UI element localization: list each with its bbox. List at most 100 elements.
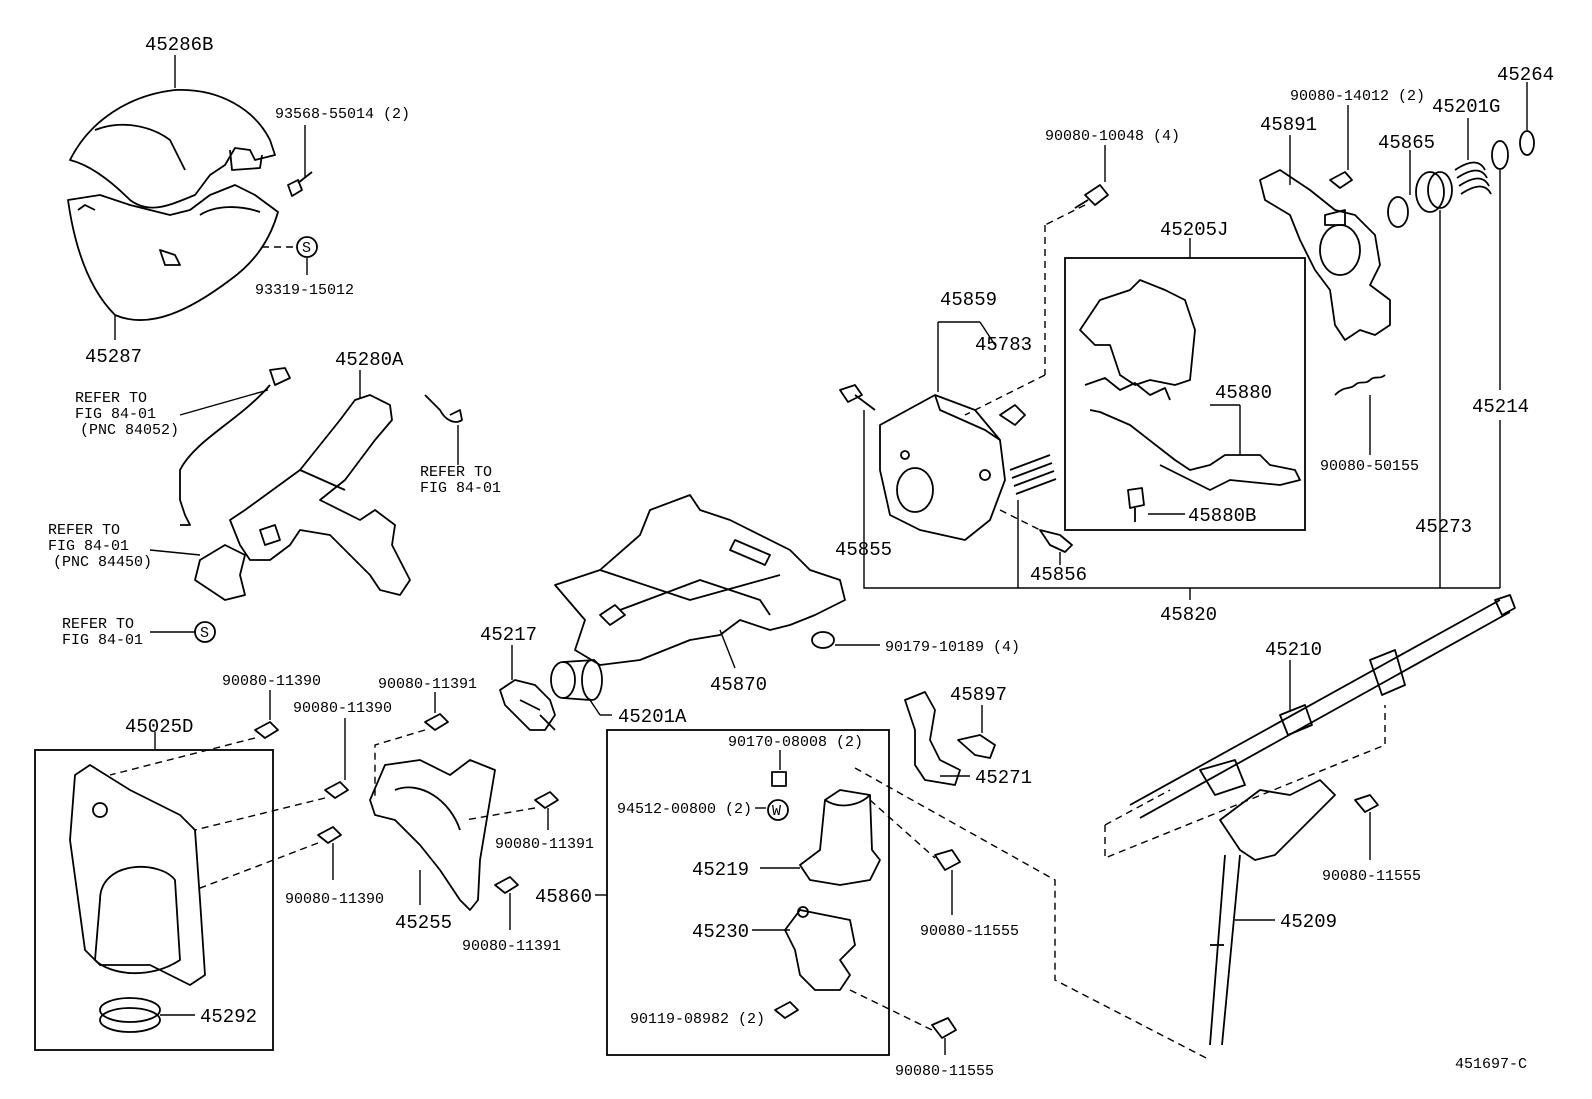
- bolt-90080-11391-a: [424, 713, 449, 731]
- label-45783: 45783: [975, 334, 1032, 356]
- bolt-90080-14012: [1329, 171, 1353, 189]
- refer3-line1: REFER TO: [48, 522, 120, 539]
- bracket-45820: [863, 420, 1501, 589]
- tilt-bracket-45859: [879, 394, 1006, 541]
- bushing-45201A: [550, 659, 603, 701]
- label-45025D: 45025D: [125, 716, 193, 738]
- washer-w-mark: [767, 799, 789, 821]
- label-45891: 45891: [1260, 114, 1317, 136]
- refer3-line2: FIG 84-01: [48, 538, 129, 555]
- label-45880: 45880: [1215, 382, 1272, 404]
- label-45219: 45219: [692, 859, 749, 881]
- refer1-line2: FIG 84-01: [75, 406, 156, 423]
- refer3-line3: (PNC 84450): [53, 554, 152, 571]
- label-45205J: 45205J: [1160, 219, 1228, 241]
- wire-harness: [179, 367, 291, 526]
- spring: [1009, 454, 1057, 495]
- label-45292: 45292: [200, 1006, 257, 1028]
- lower-column-cover: [67, 184, 279, 321]
- bolt-90080-11555-a: [934, 849, 961, 871]
- plate-45271: [904, 691, 961, 786]
- label-93319-15012: 93319-15012: [255, 282, 354, 299]
- label-90179-10189: 90179-10189 (4): [885, 639, 1020, 656]
- snap-ring-45264: [1519, 130, 1535, 156]
- label-90080-11390-b: 90080-11390: [293, 700, 392, 717]
- s-mark-circle: [296, 236, 318, 258]
- bolt-90080-11390-c: [317, 826, 342, 844]
- main-shaft-45210: [1129, 594, 1516, 819]
- bolt-90080-11555-b: [931, 1017, 957, 1039]
- bolt-45897: [957, 734, 996, 759]
- nut-90179: [811, 631, 835, 649]
- bolt-45855: [839, 384, 876, 411]
- w-mark: W: [772, 803, 781, 820]
- label-93568-55014: 93568-55014 (2): [275, 106, 410, 123]
- label-90119-08982: 90119-08982 (2): [630, 1011, 765, 1028]
- bolt-45856: [1039, 529, 1073, 553]
- drawing-id: 451697-C: [1455, 1056, 1527, 1073]
- cover-screw: [287, 171, 313, 197]
- label-45859: 45859: [940, 289, 997, 311]
- boot-45255: [369, 759, 496, 911]
- label-45280A: 45280A: [335, 349, 404, 371]
- bolt-90080-11390-a: [254, 721, 279, 739]
- s-mark-1: S: [302, 240, 311, 257]
- label-90080-11390-c: 90080-11390: [285, 891, 384, 908]
- refer2-line1: REFER TO: [420, 464, 492, 481]
- intermediate-shaft-45209: [1209, 779, 1336, 1046]
- label-45209: 45209: [1280, 911, 1337, 933]
- label-45273: 45273: [1415, 516, 1472, 538]
- lever-45217: [499, 679, 556, 731]
- support-45230: [784, 906, 856, 991]
- bolt-90080-10048: [1074, 184, 1109, 209]
- label-45264: 45264: [1497, 64, 1554, 86]
- label-45255: 45255: [395, 912, 452, 934]
- label-90080-11391-b: 90080-11391: [495, 836, 594, 853]
- label-45880B: 45880B: [1188, 505, 1256, 527]
- sensor-part: [194, 544, 246, 601]
- column-tube-bracket: [229, 394, 411, 596]
- box-45205J: [1064, 257, 1306, 531]
- ring-45214: [1491, 140, 1509, 170]
- s-mark-2: S: [200, 625, 209, 642]
- label-90080-11390-a: 90080-11390: [222, 673, 321, 690]
- refer1-line3: (PNC 84052): [80, 422, 179, 439]
- label-45271: 45271: [975, 767, 1032, 789]
- label-90080-50155: 90080-50155: [1320, 458, 1419, 475]
- pin-45783: [999, 404, 1026, 426]
- bolt-90080-11391-c: [494, 876, 519, 894]
- label-45201A: 45201A: [618, 706, 687, 728]
- seal-45292: [99, 997, 161, 1033]
- column-hole-cover: [69, 764, 206, 986]
- nut-90170: [771, 771, 787, 787]
- bolt-90119: [774, 1001, 799, 1019]
- tilt-lock-mechanism: [1079, 279, 1301, 522]
- label-45820: 45820: [1160, 604, 1217, 626]
- label-90080-11555-a: 90080-11555: [920, 923, 1019, 940]
- label-90170-08008: 90170-08008 (2): [728, 734, 863, 751]
- label-45214: 45214: [1472, 396, 1529, 418]
- refer2-line2: FIG 84-01: [420, 480, 501, 497]
- label-45201G: 45201G: [1432, 96, 1500, 118]
- bracket-45891: [1259, 169, 1391, 341]
- label-45860: 45860: [535, 886, 592, 908]
- ring-45865: [1387, 196, 1409, 228]
- label-45210: 45210: [1265, 639, 1322, 661]
- collar-45273: [1415, 171, 1453, 213]
- support-45219: [799, 789, 881, 886]
- label-45230: 45230: [692, 921, 749, 943]
- bolt-90080-11555-right: [1354, 794, 1379, 813]
- label-90080-14012: 90080-14012 (2): [1290, 88, 1425, 105]
- label-45217: 45217: [480, 624, 537, 646]
- label-90080-11391-a: 90080-11391: [378, 676, 477, 693]
- label-45897: 45897: [950, 684, 1007, 706]
- bolt-90080-11391-b: [534, 791, 559, 809]
- box-45025D: [34, 749, 274, 1051]
- box-45860: [606, 729, 890, 1056]
- label-90080-11555-right: 90080-11555: [1322, 868, 1421, 885]
- refer1-line1: REFER TO: [75, 390, 147, 407]
- refer4-line2: FIG 84-01: [62, 632, 143, 649]
- wire-clip: [424, 394, 463, 423]
